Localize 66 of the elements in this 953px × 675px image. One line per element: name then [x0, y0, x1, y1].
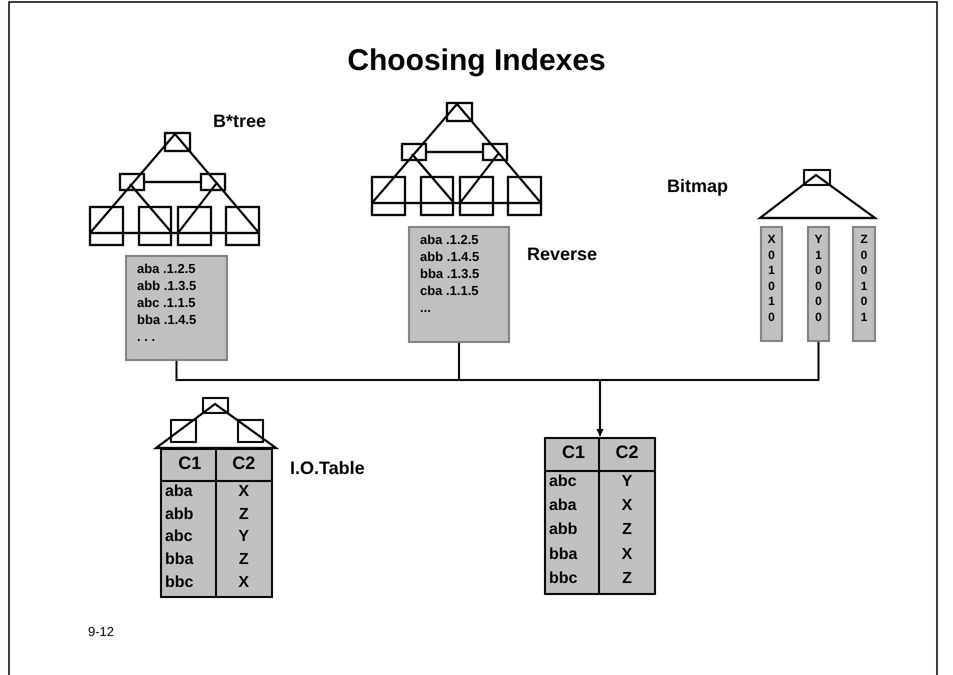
bitmap-column — [852, 226, 876, 342]
bitmap-column — [760, 226, 783, 342]
table-cell: abb — [546, 520, 600, 545]
table-cell: bbc — [546, 568, 600, 593]
table-cell: bba — [546, 544, 600, 569]
bitmap-value: 1 — [768, 294, 775, 310]
column-header: C2 — [216, 450, 271, 482]
index-entry: bba .1.4.5 — [137, 311, 198, 328]
bitmap-column — [807, 226, 830, 342]
bitmap-value: 0 — [768, 248, 775, 263]
table-cell-text: X — [620, 496, 634, 516]
bitmap-value: 1 — [860, 310, 868, 325]
index-entries-panel — [125, 255, 228, 361]
bitmap-value: 0 — [815, 310, 822, 325]
table-cell-text: Z — [621, 520, 633, 540]
bitmap-value: 0 — [768, 278, 775, 294]
index-entry: aba .1.2.5 — [137, 260, 197, 277]
table-cell: bba — [162, 550, 216, 574]
index-type-label: B*tree — [213, 111, 266, 132]
data-table — [544, 437, 656, 595]
table-cell: aba — [546, 496, 600, 520]
index-entry: abb .1.4.5 — [420, 248, 480, 265]
index-type-label: Reverse — [527, 244, 598, 265]
index-entry: cba .1.1.5 — [420, 282, 480, 299]
table-cell-text: Z — [238, 504, 250, 525]
index-entry: abc .1.1.5 — [137, 294, 197, 311]
bitmap-value: 0 — [860, 294, 868, 310]
bitmap-value: 0 — [815, 294, 822, 310]
index-entry: abb .1.3.5 — [137, 277, 198, 294]
table-cell-text: Z — [238, 550, 250, 570]
page-number: 9-12 — [88, 624, 114, 639]
index-type-label: Bitmap — [667, 176, 728, 197]
index-entry: bba .1.3.5 — [420, 265, 480, 282]
index-entries-panel — [408, 226, 510, 343]
table-cell: abc — [546, 472, 600, 496]
table-cell-text: Y — [620, 472, 634, 492]
bitmap-value: 0 — [768, 310, 775, 325]
table-cell-text: X — [237, 573, 250, 594]
table-cell-text: X — [237, 482, 250, 502]
bitmap-value: 0 — [860, 248, 868, 263]
table-cell-text: Z — [621, 568, 633, 589]
table-cell: abc — [162, 527, 216, 550]
bitmap-value: 1 — [768, 263, 775, 278]
column-header: C2 — [600, 439, 654, 472]
table-cell-text: X — [620, 544, 634, 565]
column-header: C1 — [162, 450, 216, 482]
index-entry: aba .1.2.5 — [420, 231, 480, 248]
bitmap-value: 1 — [815, 248, 822, 263]
table-cell: aba — [162, 482, 216, 505]
index-entry: ... — [420, 299, 432, 316]
bitmap-value: 0 — [860, 263, 868, 278]
title: Choosing Indexes — [346, 44, 607, 78]
column-header: C1 — [546, 439, 600, 472]
bitmap-value: 0 — [815, 278, 822, 294]
bitmap-value: Y — [814, 232, 822, 248]
index-entry: . . . — [137, 328, 156, 345]
bitmap-value: Z — [860, 232, 868, 248]
table-cell: bbc — [162, 573, 216, 596]
table-cell: abb — [162, 504, 216, 528]
bitmap-value: 1 — [860, 278, 868, 294]
index-type-label: I.O.Table — [290, 458, 365, 479]
bitmap-value: 0 — [815, 263, 822, 278]
bitmap-value: X — [767, 232, 776, 248]
table-cell-text: Y — [237, 527, 250, 548]
connector-arrow — [596, 342, 820, 436]
data-table — [160, 448, 273, 598]
